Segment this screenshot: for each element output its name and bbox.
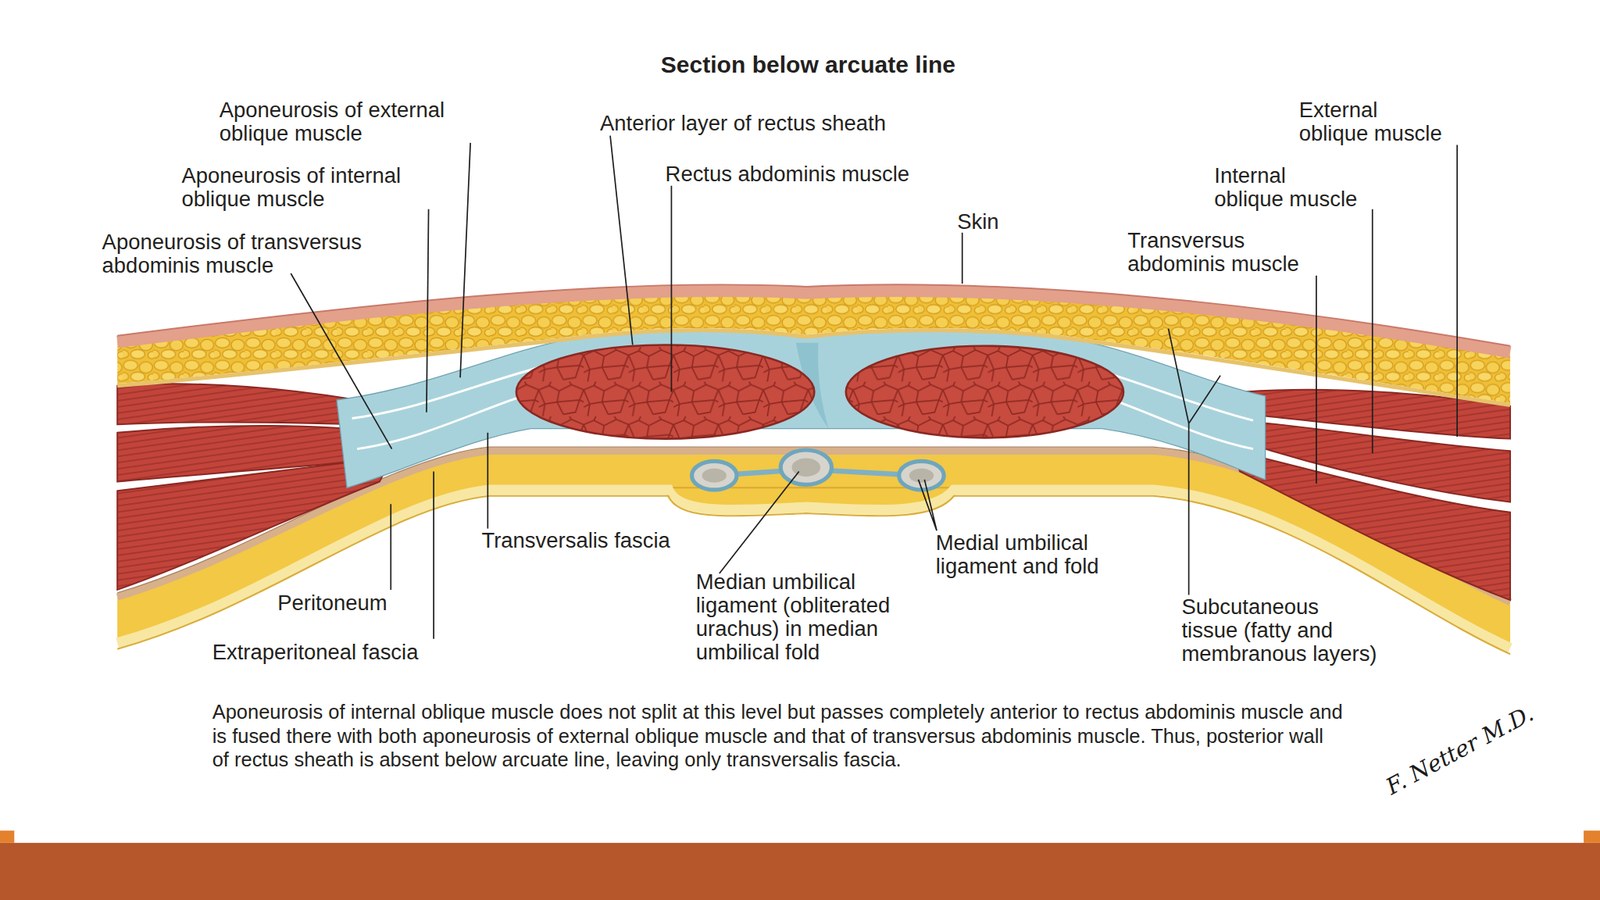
part-label: Anterior layer of rectus sheath	[600, 110, 947, 135]
part-label: Transversalis fascia	[481, 528, 747, 553]
umbilical-ligaments	[692, 450, 945, 490]
part-label: Skin	[957, 209, 1039, 233]
diagram-title: Section below arcuate line	[603, 50, 1012, 78]
membranous-layer	[117, 330, 1511, 406]
part-label: Median umbilical ligament (obliterated u…	[696, 569, 921, 664]
part-label: External oblique muscle	[1299, 97, 1447, 145]
part-label: Medial umbilical ligament and fold	[935, 530, 1110, 578]
part-label: Transversus abdominis muscle	[1127, 228, 1322, 276]
part-label: Aponeurosis of transversus abdominis mus…	[102, 229, 389, 277]
caption-note: Aponeurosis of internal oblique muscle d…	[212, 700, 1346, 772]
part-label: Extraperitoneal fascia	[212, 639, 479, 664]
skin	[117, 290, 1511, 352]
part-label: Internal oblique muscle	[1214, 163, 1359, 211]
leader-lines	[290, 135, 1458, 640]
part-label: Aponeurosis of external oblique muscle	[219, 97, 450, 145]
part-label: Aponeurosis of internal oblique muscle	[181, 163, 406, 211]
part-label: Rectus abdominis muscle	[665, 162, 972, 186]
rectus-muscle	[846, 346, 1124, 439]
rectus-muscle	[516, 344, 815, 439]
artist-signature: F. Netter M.D.	[1382, 700, 1538, 800]
subcutaneous-fat	[117, 285, 1511, 404]
skin-edge	[117, 284, 1511, 346]
part-label: Peritoneum	[277, 590, 431, 615]
aponeurosis-sheath	[336, 329, 1266, 489]
part-label: Subcutaneous tissue (fatty and membranou…	[1181, 594, 1379, 665]
footer-corner	[0, 830, 15, 843]
footer-corner	[1583, 830, 1600, 843]
footer-bar	[0, 842, 1600, 900]
